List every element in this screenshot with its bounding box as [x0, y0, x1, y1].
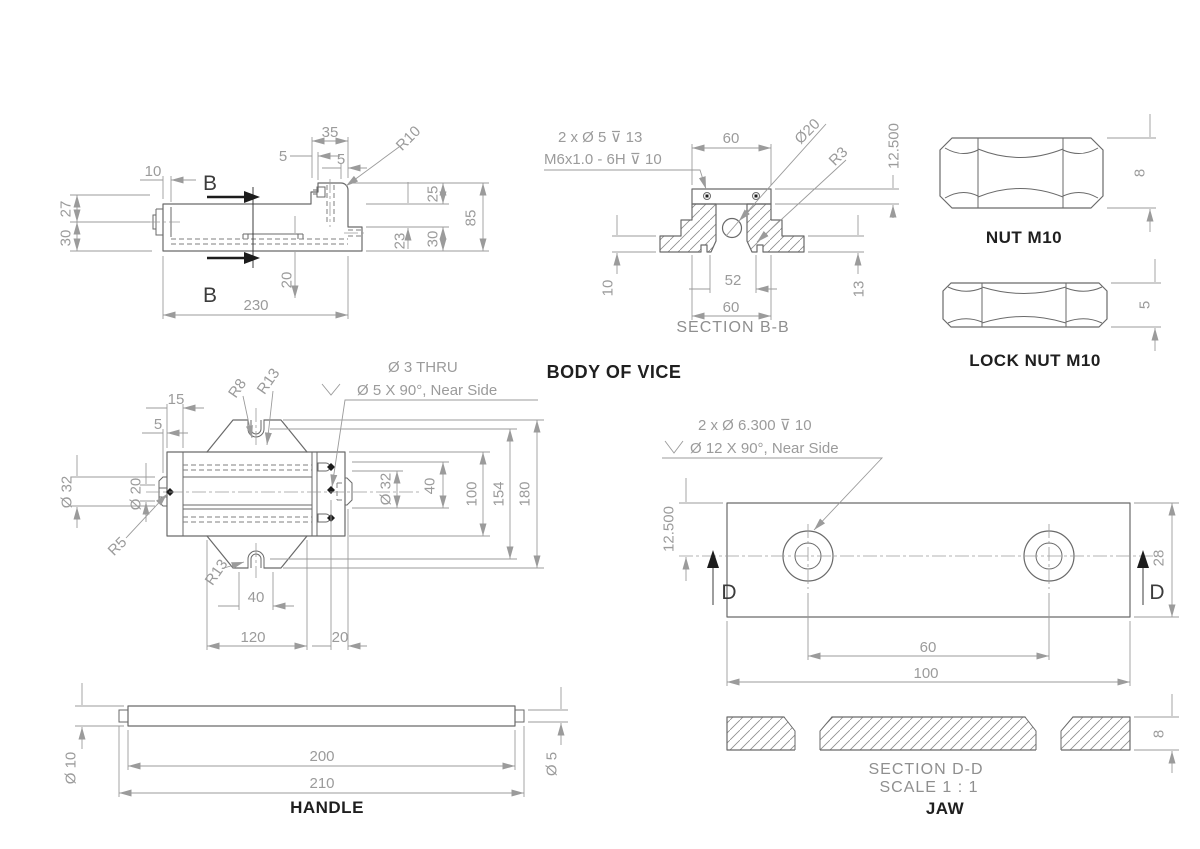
dim-dia20: Ø20: [791, 115, 823, 147]
dim-40-right: 40: [421, 478, 438, 495]
section-dd-outline: [726, 716, 1131, 751]
jaw-title: JAW: [926, 799, 965, 818]
lock-nut-outline: [942, 282, 1108, 328]
handle-title: HANDLE: [290, 798, 364, 817]
screw-hole-right: [752, 192, 760, 200]
dim-60-top: 60: [723, 130, 740, 147]
dim-r3: R3: [826, 144, 852, 170]
nut-outline: [939, 137, 1104, 209]
view-jaw: D D 2 x Ø 6.300 ⊽ 10 Ø 12 X 90°, Near Si…: [660, 417, 1179, 686]
dim-r8: R8: [225, 376, 250, 401]
callout-jaw-line2: Ø 12 X 90°, Near Side: [690, 440, 839, 457]
section-arrow-b-top: [244, 191, 260, 203]
dim-dd-8: 8: [1150, 730, 1167, 738]
dim-5-right: 5: [337, 151, 345, 168]
dim-180: 180: [516, 481, 533, 506]
dim-dia10: Ø 10: [62, 752, 79, 785]
dim-r13-top: R13: [254, 365, 284, 397]
dim-lock-nut-5: 5: [1136, 301, 1153, 309]
screw-hole-left: [703, 192, 711, 200]
section-dd-scale: SCALE 1 : 1: [879, 779, 978, 796]
dim-23: 23: [391, 233, 408, 250]
countersink-symbol: [321, 383, 341, 396]
dim-30-right: 30: [424, 231, 441, 248]
dim-15: 15: [168, 391, 185, 408]
callout-pin-line2: Ø 5 X 90°, Near Side: [357, 382, 497, 399]
dim-5-top: 5: [154, 416, 162, 433]
view-handle: Ø 10 200 210 Ø 5 HANDLE: [62, 683, 568, 817]
callout-pin-line1: Ø 3 THRU: [388, 359, 458, 376]
handle-tip-left: [118, 709, 129, 723]
dim-28: 28: [1150, 550, 1167, 567]
section-marker-b-bottom: B: [203, 284, 217, 307]
callout-jaw-line1: 2 x Ø 6.300 ⊽ 10: [698, 417, 812, 434]
dim-dia20-left: Ø 20: [127, 478, 144, 511]
dim-154: 154: [490, 481, 507, 506]
dim-30-left: 30: [57, 230, 74, 247]
screw-bore-circle: [721, 217, 743, 239]
callout-holes-line2: M6x1.0 - 6H ⊽ 10: [544, 151, 662, 168]
dim-jaw-12500: 12.500: [660, 506, 677, 552]
dim-85: 85: [462, 210, 479, 227]
dim-52: 52: [725, 272, 742, 289]
dim-120: 120: [240, 629, 265, 646]
dim-dia32-right: Ø 32: [377, 473, 394, 506]
section-marker-d-right: D: [1149, 581, 1164, 604]
dim-200: 200: [309, 748, 334, 765]
dim-10: 10: [145, 163, 162, 180]
section-arrow-b-bottom: [244, 252, 260, 264]
jaw-outline: [726, 502, 1131, 618]
callout-holes-line1: 2 x Ø 5 ⊽ 13: [558, 129, 642, 146]
dim-35: 35: [322, 124, 339, 141]
handle-rod: [127, 705, 516, 727]
view-body-side: B B 10 35 5 5 R10 27 30 230 20 23 25: [57, 123, 489, 319]
view-nut-m10: 8 NUT M10: [939, 114, 1156, 247]
dim-dia5: Ø 5: [543, 752, 560, 776]
dim-27: 27: [57, 201, 74, 218]
section-arrow-d-left: [707, 550, 719, 568]
dim-jaw-60: 60: [920, 639, 937, 656]
view-body-top: BODY OF VICE 15 5 R8 R13: [58, 359, 681, 650]
dim-40-bottom: 40: [248, 589, 265, 606]
body-side-outline: [162, 182, 363, 252]
dim-100: 100: [463, 481, 480, 506]
lock-nut-title: LOCK NUT M10: [969, 351, 1101, 370]
dim-20-top-view: 20: [332, 629, 349, 646]
view-section-bb: 2 x Ø 5 ⊽ 13 M6x1.0 - 6H ⊽ 10 60 Ø20 R3 …: [544, 115, 902, 336]
dim-nut-8: 8: [1131, 169, 1148, 177]
countersink-symbol-jaw: [664, 440, 684, 454]
section-dd-title: SECTION D-D: [869, 761, 984, 778]
dim-13: 13: [850, 281, 867, 298]
dim-10-flange: 10: [599, 280, 616, 297]
dim-12500: 12.500: [885, 123, 902, 169]
section-marker-b-top: B: [203, 172, 217, 195]
handle-tip-right: [514, 709, 525, 723]
view-lock-nut-m10: 5 LOCK NUT M10: [942, 259, 1161, 370]
clamp-screw-glyph: [313, 186, 326, 198]
dim-jaw-100: 100: [913, 665, 938, 682]
dim-25: 25: [424, 186, 441, 203]
body-of-vice-title: BODY OF VICE: [547, 362, 682, 382]
dim-r10: R10: [393, 123, 424, 154]
nut-title: NUT M10: [986, 228, 1062, 247]
dim-5-left: 5: [279, 148, 287, 165]
view-section-dd: 8 SECTION D-D SCALE 1 : 1 JAW: [726, 694, 1179, 818]
dim-20: 20: [278, 272, 295, 289]
dim-dia32-left: Ø 32: [58, 476, 75, 509]
dim-230: 230: [243, 297, 268, 314]
dim-60-bottom: 60: [723, 299, 740, 316]
section-marker-d-left: D: [721, 581, 736, 604]
section-arrow-d-right: [1137, 550, 1149, 568]
section-bb-title: SECTION B-B: [676, 319, 789, 336]
dim-210: 210: [309, 775, 334, 792]
